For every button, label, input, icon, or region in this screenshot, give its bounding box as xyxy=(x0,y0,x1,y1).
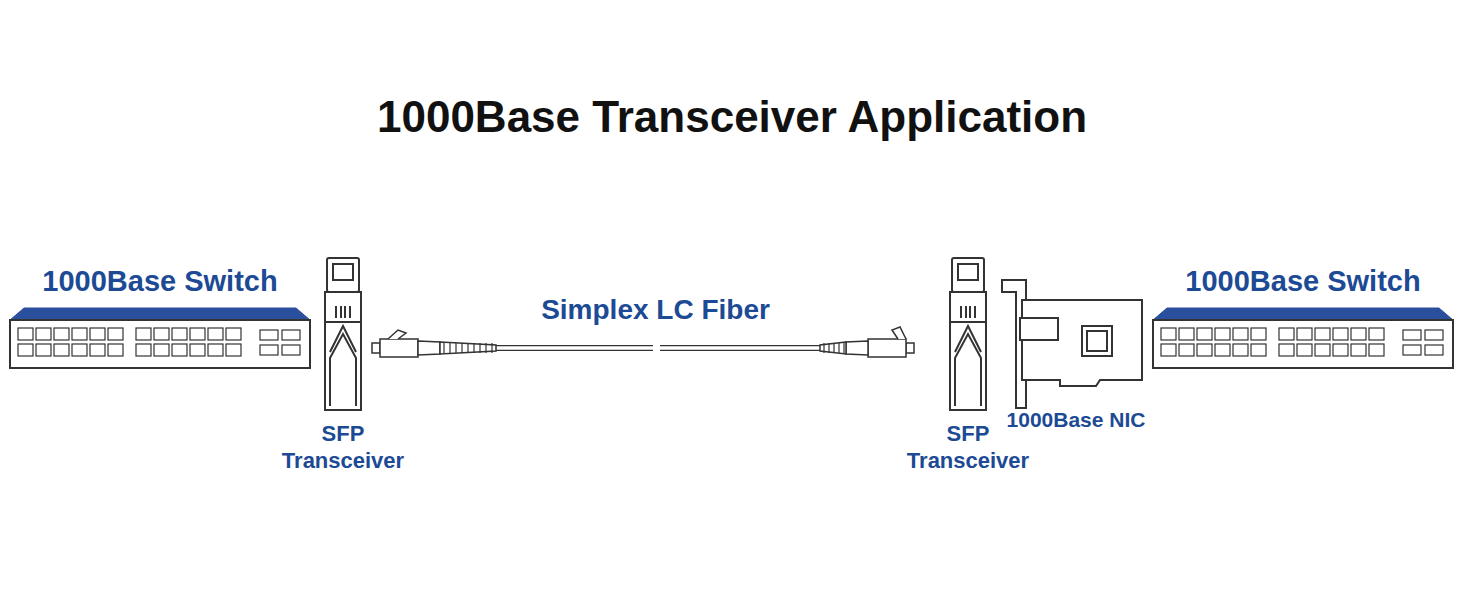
switch-port xyxy=(18,344,33,356)
switch-port xyxy=(154,344,169,356)
switch-port xyxy=(1279,344,1294,356)
switch-port xyxy=(1351,328,1366,340)
boot-rib xyxy=(485,343,486,353)
switch-port xyxy=(1425,345,1443,355)
switch-port xyxy=(282,345,300,355)
boot-rib xyxy=(838,343,839,353)
fiber-break xyxy=(653,340,660,356)
switch-port xyxy=(1333,328,1348,340)
switch-port xyxy=(1161,344,1176,356)
boot-rib xyxy=(455,343,456,353)
switch-port xyxy=(172,344,187,356)
switch-port xyxy=(1233,344,1248,356)
switch-port xyxy=(54,328,69,340)
switch-chassis xyxy=(1153,308,1453,368)
switch-port xyxy=(1179,328,1194,340)
nic-card xyxy=(1002,280,1142,408)
node-label: 1000Base NIC xyxy=(1007,407,1146,432)
node-label: 1000Base Switch xyxy=(1185,264,1420,299)
switch-port xyxy=(260,345,278,355)
switch-port xyxy=(154,328,169,340)
switch-port xyxy=(36,328,51,340)
switch-port xyxy=(1315,344,1330,356)
node-label: 1000Base Switch xyxy=(42,264,277,299)
switch-port xyxy=(72,328,87,340)
boot-rib xyxy=(823,343,824,353)
switch-port xyxy=(36,344,51,356)
switch-node: 1000Base Switch xyxy=(10,264,310,370)
switch-port xyxy=(136,344,151,356)
sfp-module xyxy=(950,258,986,410)
switch-port xyxy=(108,344,123,356)
switch-port xyxy=(1197,328,1212,340)
switch-port xyxy=(190,344,205,356)
switch-port xyxy=(108,328,123,340)
switch-port xyxy=(54,344,69,356)
switch-port xyxy=(1251,328,1266,340)
diagram-title: 1000Base Transceiver Application xyxy=(0,92,1464,142)
transceiver-node: SFP Transceiver xyxy=(889,254,1047,474)
boot-rib xyxy=(467,343,468,353)
boot-rib xyxy=(443,343,444,353)
switch-port xyxy=(18,328,33,340)
switch-port xyxy=(172,328,187,340)
switch-port xyxy=(1403,330,1421,340)
switch-port xyxy=(282,330,300,340)
switch-port xyxy=(1215,344,1230,356)
lc-plug xyxy=(372,330,496,357)
switch-port xyxy=(136,328,151,340)
transceiver-node: SFP Transceiver xyxy=(264,254,422,474)
switch-port xyxy=(260,330,278,340)
boot-rib xyxy=(461,343,462,353)
switch-port xyxy=(226,344,241,356)
boot-rib xyxy=(479,343,480,353)
switch-port xyxy=(72,344,87,356)
boot-rib xyxy=(828,343,829,353)
switch-port xyxy=(1351,344,1366,356)
switch-port xyxy=(208,328,223,340)
lc-plug xyxy=(820,327,914,357)
switch-port xyxy=(1403,345,1421,355)
switch-port xyxy=(1425,330,1443,340)
switch-port xyxy=(1161,328,1176,340)
switch-port xyxy=(1369,344,1384,356)
switch-port xyxy=(1233,328,1248,340)
node-label: SFP Transceiver xyxy=(264,421,422,474)
switch-port xyxy=(1215,328,1230,340)
nic-node: 1000Base NIC xyxy=(998,276,1154,432)
switch-port xyxy=(1251,344,1266,356)
switch-chassis xyxy=(10,308,310,368)
boot-rib xyxy=(491,343,492,353)
switch-port xyxy=(1315,328,1330,340)
switch-port xyxy=(90,328,105,340)
switch-node: 1000Base Switch xyxy=(1153,264,1453,370)
boot-rib xyxy=(843,343,844,353)
switch-port xyxy=(90,344,105,356)
boot-rib xyxy=(833,343,834,353)
edge-label: Simplex LC Fiber xyxy=(535,294,776,326)
boot-rib xyxy=(473,343,474,353)
switch-port xyxy=(1333,344,1348,356)
switch-port xyxy=(1179,344,1194,356)
switch-port xyxy=(1197,344,1212,356)
switch-port xyxy=(1297,328,1312,340)
switch-port xyxy=(226,328,241,340)
switch-port xyxy=(208,344,223,356)
switch-port xyxy=(1279,328,1294,340)
sfp-module xyxy=(325,258,361,410)
switch-port xyxy=(1369,328,1384,340)
boot-rib xyxy=(449,343,450,353)
switch-port xyxy=(190,328,205,340)
switch-port xyxy=(1297,344,1312,356)
